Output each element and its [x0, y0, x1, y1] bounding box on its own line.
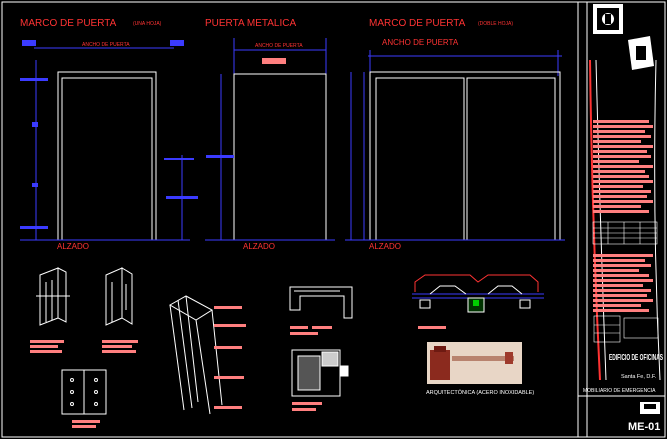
dim-tick — [32, 183, 38, 187]
dim-tick — [20, 226, 48, 229]
dim-tick — [166, 196, 198, 199]
panic-bar-photo — [427, 342, 522, 384]
section-detail-1 — [289, 286, 353, 319]
hinge-detail — [61, 369, 107, 415]
curved-band — [589, 59, 601, 381]
double-leaf-title: MARCO DE PUERTA — [369, 18, 466, 29]
profile-note — [102, 350, 136, 353]
iso-note — [214, 406, 242, 409]
profile-note — [102, 340, 138, 343]
frame-profile-detail-1 — [36, 267, 70, 326]
dim-tick — [164, 158, 194, 160]
metal-door-dim-label: ANCHO DE PUERTA — [255, 43, 303, 49]
project-location: Santa Fe, D.F. — [621, 374, 657, 380]
spec-notes-2 — [593, 254, 653, 312]
dim-tick — [206, 155, 234, 158]
iso-note — [214, 306, 242, 309]
hinge-note — [72, 425, 96, 428]
double-leaf-dim-label: ANCHO DE PUERTA — [382, 38, 459, 47]
section-note — [290, 326, 308, 329]
dim-tick — [32, 122, 38, 127]
double-leaf-elevation: MARCO DE PUERTA (DOBLE HOJA) ANCHO DE PU… — [345, 18, 565, 251]
door-leaf-left — [375, 77, 465, 241]
threshold-note — [418, 326, 446, 329]
frame-profile-detail-2 — [105, 267, 133, 326]
profile-note — [30, 340, 64, 343]
double-leaf-elevation-label: ALZADO — [369, 242, 401, 251]
section-note — [292, 402, 322, 405]
spec-notes — [593, 120, 653, 213]
profile-note — [30, 345, 58, 348]
threshold-detail — [412, 274, 544, 313]
drawing-subject: MOBILIARIO DE EMERGENCIA — [583, 388, 656, 394]
stamp-box — [593, 315, 659, 343]
profile-note — [102, 345, 132, 348]
hardware-note — [262, 58, 286, 64]
metal-door-title: PUERTA METALICA — [205, 18, 296, 29]
section-detail-2 — [291, 349, 349, 397]
sheet-number: ME-01 — [628, 421, 660, 433]
door-frame — [57, 71, 157, 241]
double-leaf-note: (DOBLE HOJA) — [478, 21, 513, 27]
single-leaf-dim-label: ANCHO DE PUERTA — [82, 42, 130, 48]
profile-note — [30, 350, 62, 353]
single-leaf-title: MARCO DE PUERTA — [20, 18, 117, 29]
section-note — [290, 332, 318, 335]
frame-isometric-detail — [168, 295, 223, 415]
single-leaf-elevation: MARCO DE PUERTA (UNA HOJA) ANCHO DE PUER… — [20, 18, 198, 251]
door-leaf — [61, 77, 153, 241]
metal-door-elevation: PUERTA METALICA ANCHO DE PUERTA ALZADO — [205, 18, 335, 251]
dim-tick — [20, 78, 48, 81]
dim-block-left — [22, 40, 36, 46]
metal-door-elevation-label: ALZADO — [243, 242, 275, 251]
door-leaf-right — [466, 77, 556, 241]
project-title: EDIFICIO DE OFICINAS — [609, 353, 663, 362]
iso-note — [214, 324, 246, 327]
hinge-note — [72, 420, 100, 423]
iso-note — [214, 346, 242, 349]
single-leaf-note: (UNA HOJA) — [133, 21, 162, 27]
spec-table — [592, 221, 658, 245]
single-leaf-elevation-label: ALZADO — [57, 242, 89, 251]
panic-bar-caption: ARQUITECTÓNICA (ACERO INOXIDABLE) — [426, 389, 534, 396]
section-note — [312, 326, 332, 329]
section-note — [292, 408, 316, 411]
iso-note — [214, 376, 244, 379]
door-leaf — [233, 73, 327, 241]
dim-block-right — [170, 40, 184, 46]
title-block: EDIFICIO DE OFICINAS Santa Fe, D.F. MOBI… — [577, 2, 665, 437]
door-frame — [369, 71, 561, 241]
